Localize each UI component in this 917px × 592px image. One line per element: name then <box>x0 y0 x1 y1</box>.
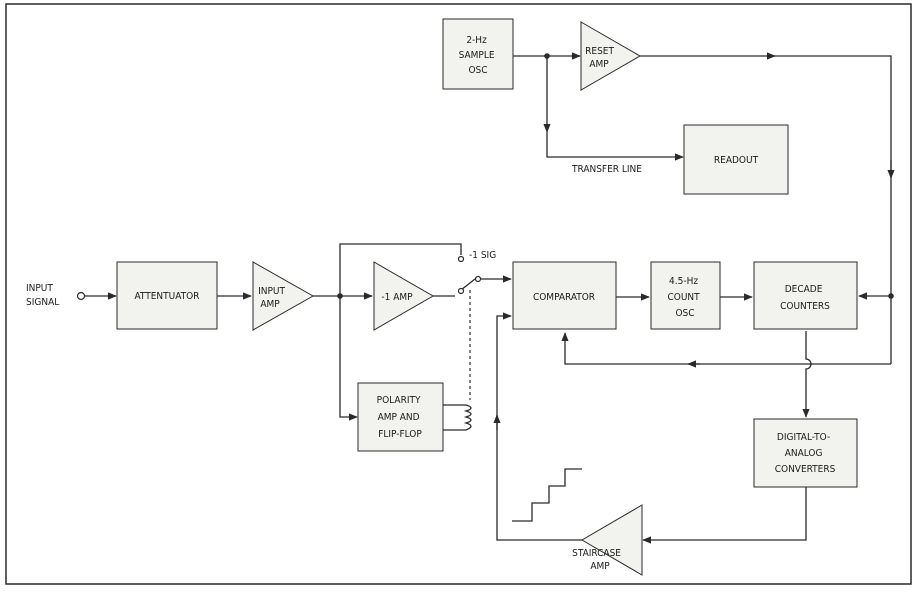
reset-amp-triangle <box>580 21 642 91</box>
readout-block <box>683 124 789 195</box>
staircase-waveform <box>512 468 582 522</box>
comparator-block <box>512 261 617 330</box>
attenuator-label: ATTENTUATOR <box>135 291 200 302</box>
junction-dot <box>888 293 894 299</box>
junction-dot <box>337 293 343 299</box>
dac-block <box>753 418 858 488</box>
decade-counters-label: DECADE COUNTERS <box>780 284 830 312</box>
minus-one-sig-label: -1 SIG <box>469 250 496 261</box>
staircase-amp-triangle <box>581 504 643 576</box>
staircase-amp-label: STAIRCASE AMP <box>572 548 624 572</box>
count-osc-block <box>650 261 721 330</box>
transfer-line-label: TRANSFER LINE <box>571 164 642 175</box>
switch-contact <box>457 255 465 263</box>
reset-amp-label: RESET AMP <box>585 46 617 70</box>
comparator-label: COMPARATOR <box>533 292 595 303</box>
junction-dot <box>544 53 550 59</box>
switch-common <box>474 275 482 283</box>
switch-contact <box>457 287 465 295</box>
polarity-label: POLARITY AMP AND FLIP-FLOP <box>377 395 424 440</box>
count-osc-label: 4.5-Hz COUNT OSC <box>667 276 702 319</box>
input-amp-label: INPUT AMP <box>258 286 288 310</box>
attenuator-block <box>116 261 218 330</box>
dac-label: DIGITAL-TO- ANALOG CONVERTERS <box>775 432 836 475</box>
input-signal-label: INPUT SIGNAL <box>26 283 59 308</box>
minus-one-amp-triangle <box>373 261 435 331</box>
input-amp-triangle <box>252 261 315 331</box>
minus-one-amp-label: -1 AMP <box>381 292 413 303</box>
signal-wires <box>85 52 895 544</box>
decade-counters-block <box>753 261 858 330</box>
sample-osc-label: 2-Hz SAMPLE OSC <box>459 35 498 76</box>
sample-osc-block <box>442 18 514 90</box>
polarity-block <box>357 382 444 452</box>
input-terminal <box>76 291 86 301</box>
readout-label: READOUT <box>714 155 759 166</box>
